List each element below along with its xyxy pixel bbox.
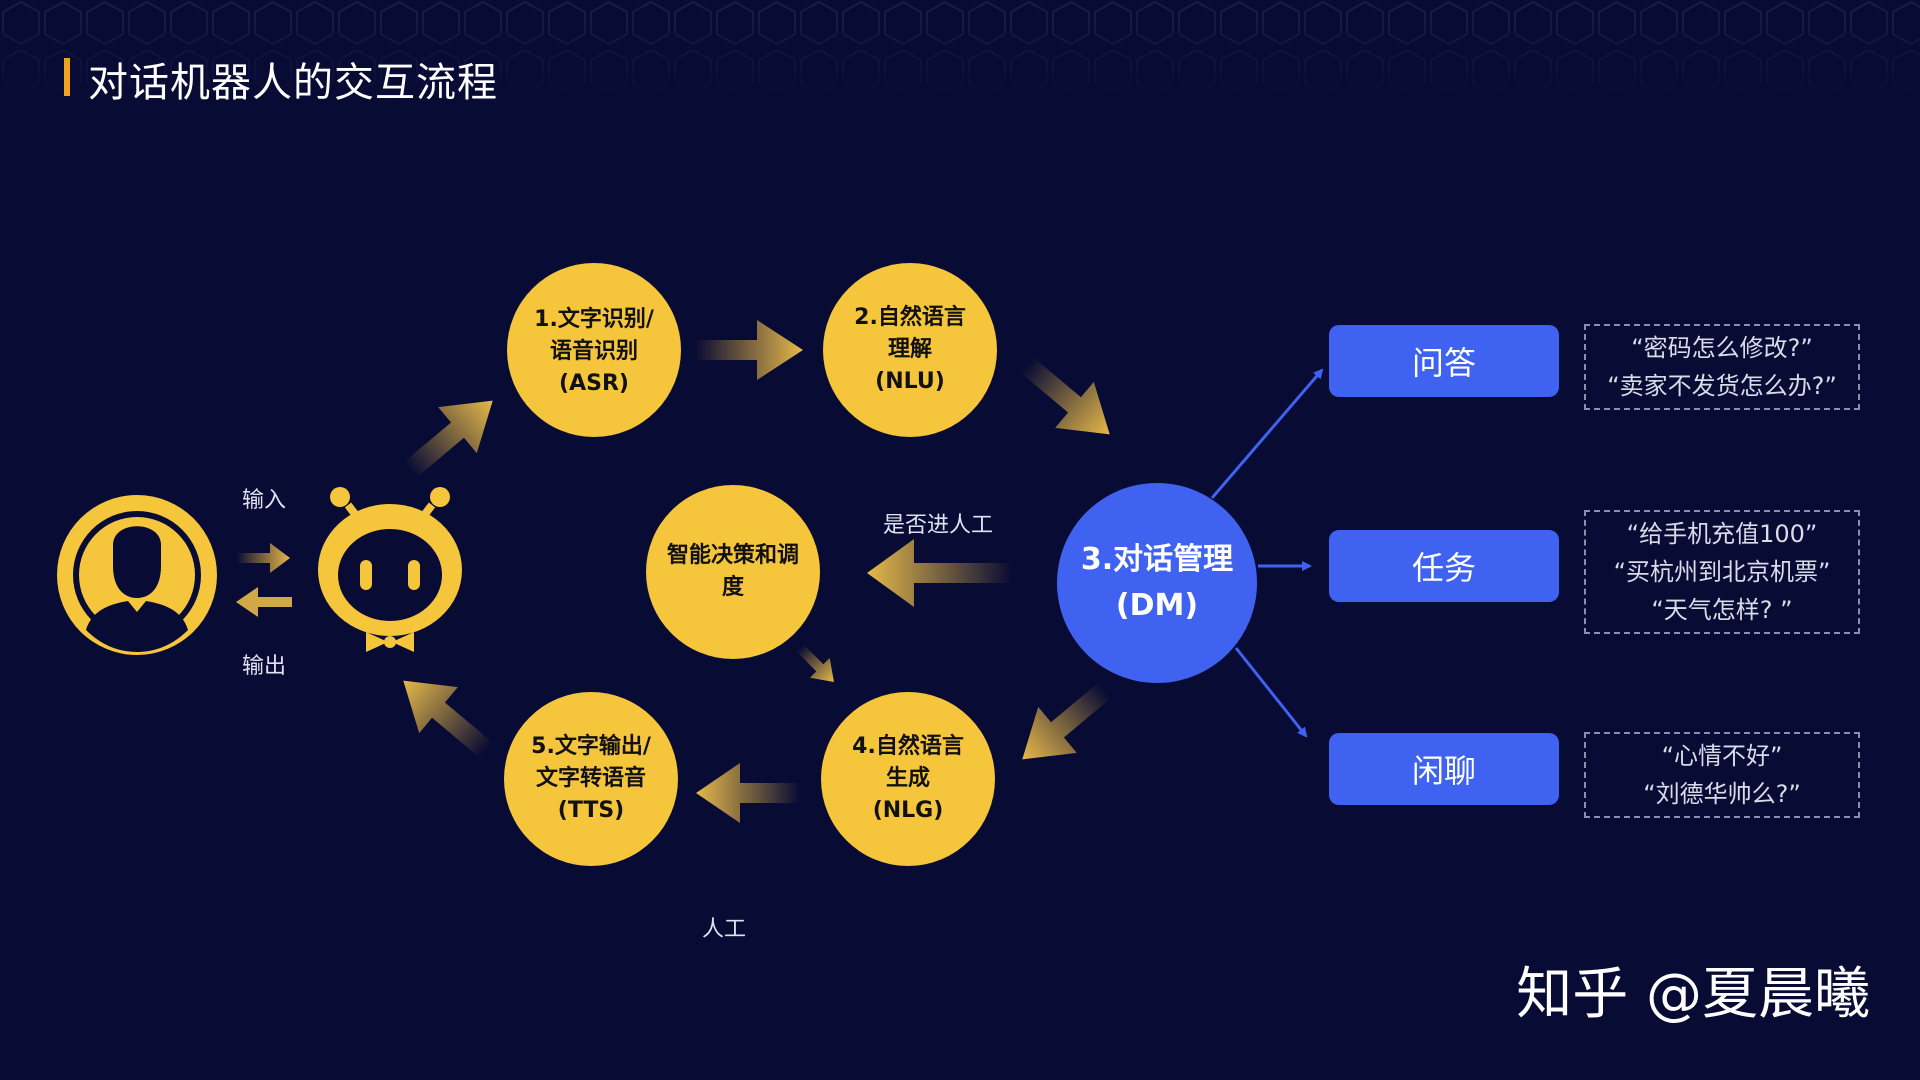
arrow-nlu-to-dm: [1007, 342, 1130, 458]
example-item: “刘德华帅么?”: [1643, 780, 1801, 808]
tts-node-circle: [504, 692, 678, 866]
user-avatar-icon: [57, 495, 217, 655]
arrow-decision-to-nlg: [796, 644, 834, 682]
hex-pattern-band: [0, 0, 1920, 110]
connector-dm-to-qa: [1210, 368, 1324, 499]
dm-line-1: 3.对话管理: [1080, 542, 1234, 577]
dm-node-circle: [1057, 483, 1257, 683]
example-item: “买杭州到北京机票”: [1613, 558, 1831, 586]
example-item: “密码怎么修改?”: [1631, 334, 1813, 362]
asr-node-circle: [507, 263, 681, 437]
title-accent-bar: [64, 58, 70, 96]
decision-node-circle: [646, 485, 820, 659]
nlu-line-2: 理解: [887, 337, 933, 362]
arrow-asr-to-nlu: [695, 320, 803, 380]
output-arrow: [236, 587, 292, 617]
example-item: “天气怎样? ”: [1651, 596, 1793, 624]
robot-mascot-icon: [318, 487, 462, 652]
example-item: “给手机充值100”: [1626, 520, 1818, 548]
task-examples-box: “给手机充值100” “买杭州到北京机票” “天气怎样? ”: [1584, 510, 1860, 634]
category-task-button[interactable]: 任务: [1329, 530, 1559, 602]
asr-node: 1.文字识别/ 语音识别 (ASR): [534, 304, 654, 400]
arrow-dm-to-nlg: [1002, 667, 1125, 783]
output-label: 输出: [241, 654, 287, 679]
arrow-tts-to-robot: [383, 657, 506, 773]
nlu-node-circle: [823, 263, 997, 437]
connector-dm-to-chat: [1234, 647, 1308, 738]
tts-node: 5.文字输出/ 文字转语音 (TTS): [531, 731, 651, 827]
arrow-dm-to-decision: [867, 539, 1012, 607]
dm-node: 3.对话管理 (DM): [1081, 537, 1233, 629]
decision-line-2: 度: [721, 575, 745, 600]
nlg-line-3: (NLG): [872, 798, 944, 823]
arrow-nlg-to-tts: [696, 763, 800, 823]
qa-examples-box: “密码怎么修改?” “卖家不发货怎么办?”: [1584, 324, 1860, 410]
dm-line-2: (DM): [1115, 588, 1199, 623]
category-chat-button[interactable]: 闲聊: [1329, 733, 1559, 805]
input-arrow: [236, 543, 290, 573]
asr-line-2: 语音识别: [549, 339, 639, 364]
category-qa-button[interactable]: 问答: [1329, 325, 1559, 397]
page-title: 对话机器人的交互流程: [88, 60, 498, 106]
tts-line-2: 文字转语音: [535, 766, 647, 791]
nlu-node: 2.自然语言 理解 (NLU): [854, 302, 966, 398]
nlg-line-1: 4.自然语言: [852, 734, 964, 759]
decision-node: 智能决策和调 度: [667, 540, 799, 604]
whether-manual-label: 是否进人工: [882, 513, 994, 538]
input-label: 输入: [241, 488, 287, 513]
asr-line-3: (ASR): [559, 371, 629, 396]
nlg-node: 4.自然语言 生成 (NLG): [852, 731, 964, 827]
tts-line-1: 5.文字输出/: [531, 734, 651, 759]
arrow-robot-to-asr: [390, 377, 513, 493]
nlg-node-circle: [821, 692, 995, 866]
asr-line-1: 1.文字识别/: [534, 307, 654, 332]
nlg-line-2: 生成: [885, 766, 931, 791]
tts-line-3: (TTS): [557, 798, 625, 823]
nlu-line-1: 2.自然语言: [854, 305, 966, 330]
example-item: “卖家不发货怎么办?”: [1607, 372, 1837, 400]
manual-label: 人工: [701, 917, 747, 942]
watermark: 知乎 @夏晨曦: [1516, 962, 1870, 1027]
chat-examples-box: “心情不好” “刘德华帅么?”: [1584, 732, 1860, 818]
example-item: “心情不好”: [1661, 742, 1783, 770]
nlu-line-3: (NLU): [875, 369, 945, 394]
decision-line-1: 智能决策和调: [666, 543, 800, 568]
